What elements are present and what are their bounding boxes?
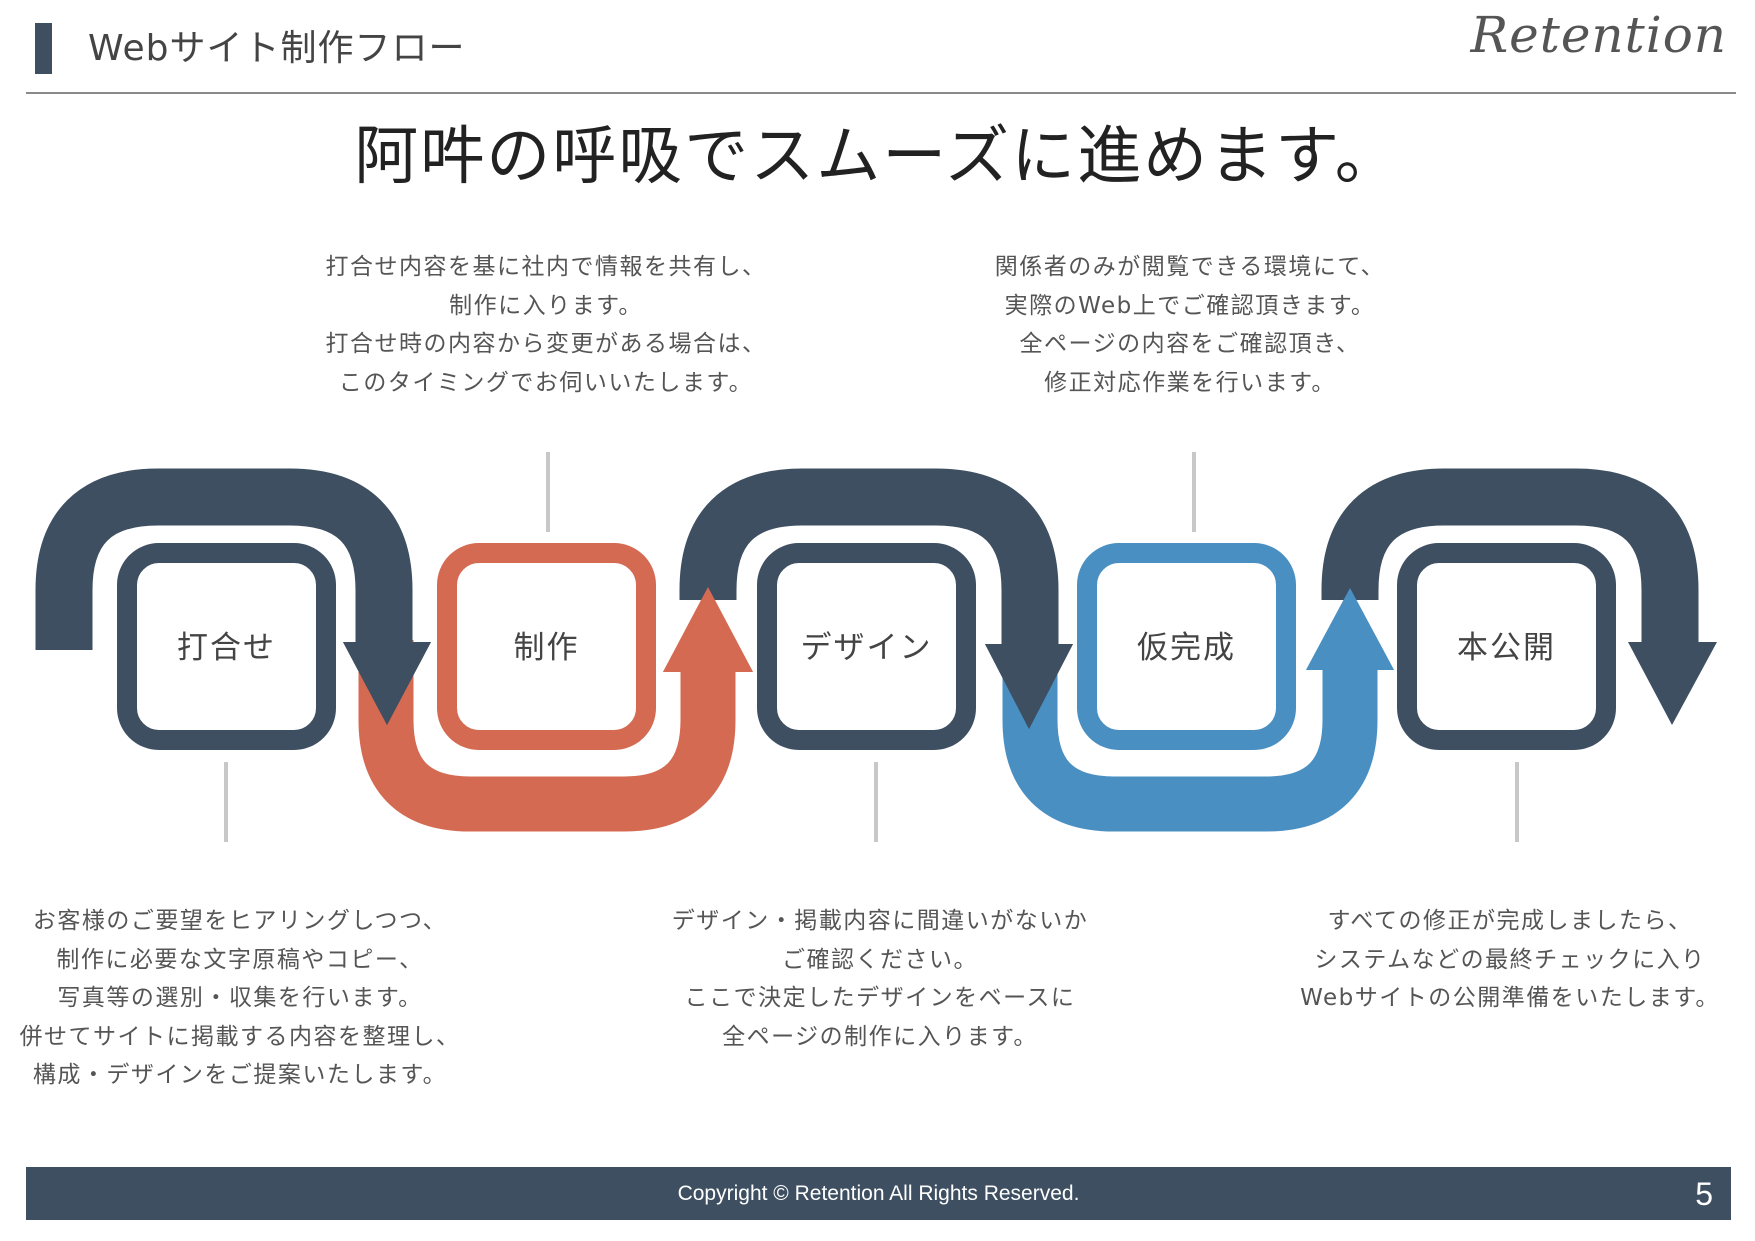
page-number: 5	[1695, 1176, 1713, 1212]
header-accent-bar	[35, 23, 52, 74]
step-5-description: すべての修正が完成しましたら、 システムなどの最終チェックに入り Webサイトの…	[1300, 908, 1720, 1011]
header-divider	[26, 92, 1736, 94]
arrow-down-icon	[1628, 642, 1717, 725]
step-box-3	[757, 543, 976, 750]
step-box-4	[1077, 543, 1296, 750]
copyright-text: Copyright © Retention All Rights Reserve…	[677, 1182, 1080, 1205]
step-3-description: デザイン・掲載内容に間違いがないか ご確認ください。 ここで決定したデザインをベ…	[671, 908, 1089, 1050]
step-boxes	[117, 543, 1616, 750]
brand-logo: Retention	[1470, 6, 1727, 64]
footer: Copyright © Retention All Rights Reserve…	[26, 1167, 1731, 1220]
step-label-1: 打合せ	[177, 630, 276, 666]
arrow-up-icon-orange-top	[663, 587, 753, 672]
step-box-2	[437, 543, 656, 750]
step-4-description: 関係者のみが閲覧できる環境にて、 実際のWeb上でご確認頂きます。 全ページの内…	[994, 254, 1386, 396]
step-box-1	[117, 543, 336, 750]
step-box-5	[1397, 543, 1616, 750]
page-title: Webサイト制作フロー	[88, 28, 466, 69]
arrow-up-icon-blue-top	[1306, 588, 1394, 670]
dark-arch-arrow-3	[1321, 468, 1717, 725]
step-label-4: 仮完成	[1137, 630, 1236, 666]
connector-lines	[224, 452, 1519, 842]
step-1-description: お客様のご要望をヒアリングしつつ、 制作に必要な文字原稿やコピー、 写真等の選別…	[19, 908, 461, 1088]
step-label-2: 制作	[513, 630, 580, 666]
step-label-3: デザイン	[800, 630, 933, 666]
step-2-description: 打合せ内容を基に社内で情報を共有し、 制作に入ります。 打合せ時の内容から変更が…	[325, 254, 767, 396]
step-label-5: 本公開	[1457, 630, 1556, 666]
headline: 阿吽の呼吸でスムーズに進めます。	[354, 120, 1401, 194]
